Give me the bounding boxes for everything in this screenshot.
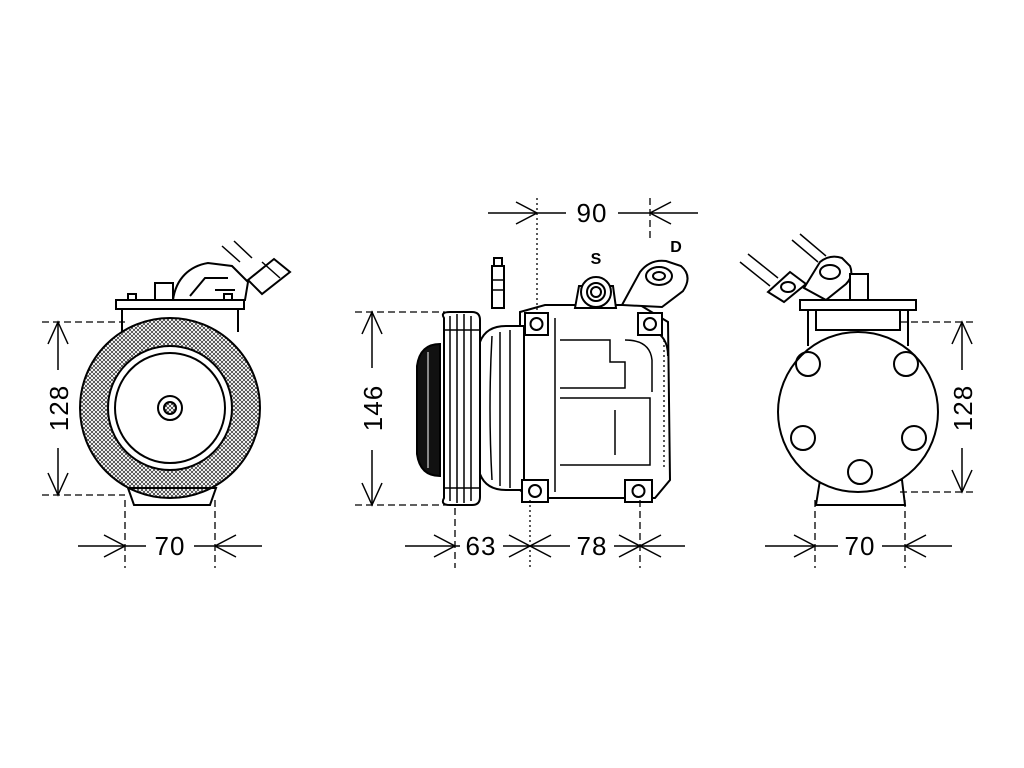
rear-bolt-mid-right: [901, 425, 927, 451]
rear-bolt-top-left: [795, 351, 821, 377]
port-spacing-label: 90: [577, 198, 608, 228]
body-depth-label: 78: [577, 531, 608, 561]
rear-bracket-plate: [799, 299, 917, 311]
suction-port-label: S: [591, 251, 602, 268]
suction-port-flange: [580, 276, 612, 308]
side-ear-bottom-right-hole: [631, 484, 646, 498]
port-spacing-arrow-left: [515, 201, 539, 225]
side-ear-top-left: [524, 312, 549, 336]
rear-bracket-legs: [807, 310, 909, 346]
suction-port: S: [573, 251, 618, 309]
service-valve: [491, 257, 505, 309]
side-ear-top-right: [637, 312, 663, 336]
front-connector-block: [154, 282, 174, 301]
front-connector-detail: [189, 277, 235, 297]
rear-width-dimension: 70: [765, 500, 952, 568]
rear-height-dimension: 128: [900, 320, 978, 494]
suction-port-hole: [590, 286, 602, 298]
front-hose-lines: [221, 240, 281, 279]
rear-bolt-bottom: [847, 459, 873, 485]
rear-fitting-block: [849, 273, 869, 301]
rear-height-arrow-bottom: [951, 469, 973, 494]
suction-port-ring: [586, 282, 606, 302]
front-height-dimension: 128: [42, 320, 125, 497]
rear-bracket: [799, 299, 917, 346]
side-ear-top-right-hole: [643, 317, 657, 331]
front-height-arrow-bottom: [47, 472, 69, 497]
front-hub-bolt: [163, 401, 177, 415]
front-view: 128 70: [42, 240, 292, 568]
rear-fitting-right-hole: [819, 264, 841, 280]
rear-width-arrow-left: [793, 534, 817, 558]
discharge-port-ring: [645, 266, 673, 286]
front-connector: [154, 240, 292, 301]
rear-housing: [777, 331, 939, 493]
port-spacing-dimension: 90: [488, 198, 698, 312]
front-connector-housing: [171, 261, 250, 301]
rear-width-label: 70: [845, 531, 876, 561]
side-ear-bottom-left-hole: [528, 484, 542, 498]
front-hose-stub: [246, 257, 292, 296]
rear-view: 128 70: [739, 233, 978, 568]
front-clutch-inner: [114, 352, 226, 464]
side-housing-detail: [554, 318, 653, 492]
discharge-port-hole: [652, 271, 666, 281]
discharge-port-label: D: [670, 239, 682, 256]
front-height-arrow-top: [47, 320, 69, 345]
side-front-head: [479, 325, 525, 491]
side-pulley-body: [441, 311, 481, 506]
side-body: [479, 304, 672, 503]
front-hub: [157, 395, 183, 421]
front-width-arrow-right: [213, 534, 237, 558]
side-pulley: [416, 311, 481, 506]
side-ear-top-left-hole: [529, 317, 544, 331]
discharge-port: D: [620, 239, 689, 309]
front-bracket: [115, 293, 245, 332]
port-spacing-arrow-right: [648, 201, 672, 225]
front-width-arrow-left: [103, 534, 127, 558]
front-bracket-plate: [115, 299, 245, 310]
side-height-dimension: 146: [355, 310, 448, 507]
depth-dimension: 63 78: [405, 500, 685, 568]
front-width-dimension: 70: [78, 500, 262, 568]
side-view: S D 90 146: [355, 198, 698, 568]
side-height-arrow-top: [361, 310, 383, 335]
depth-arrow-5: [638, 534, 662, 558]
rear-fittings: [739, 233, 869, 304]
side-ear-bottom-left: [521, 479, 549, 503]
front-pulley: [79, 317, 261, 499]
service-valve-rings: [492, 279, 504, 291]
service-valve-stem: [491, 265, 505, 309]
service-valve-cap: [493, 257, 503, 267]
rear-width-arrow-right: [903, 534, 927, 558]
front-width-label: 70: [155, 531, 186, 561]
rear-height-arrow-top: [951, 320, 973, 345]
rear-fitting-left: [766, 270, 808, 304]
front-height-label: 128: [44, 385, 74, 431]
side-ear-bottom-right: [624, 479, 653, 503]
rear-height-label: 128: [948, 385, 978, 431]
depth-arrow-1: [433, 534, 457, 558]
pulley-depth-label: 63: [466, 531, 497, 561]
rear-fitting-left-hole: [780, 281, 796, 293]
rear-bolt-top-right: [893, 351, 919, 377]
rear-fitting-lines: [739, 233, 827, 287]
depth-arrow-3: [528, 534, 552, 558]
side-pulley-grooves: [444, 314, 480, 503]
side-front-head-detail: [489, 330, 511, 488]
rear-bolt-mid-left: [790, 425, 816, 451]
front-bracket-legs: [121, 293, 239, 332]
side-height-arrow-bottom: [361, 482, 383, 507]
side-height-label: 146: [358, 385, 388, 431]
